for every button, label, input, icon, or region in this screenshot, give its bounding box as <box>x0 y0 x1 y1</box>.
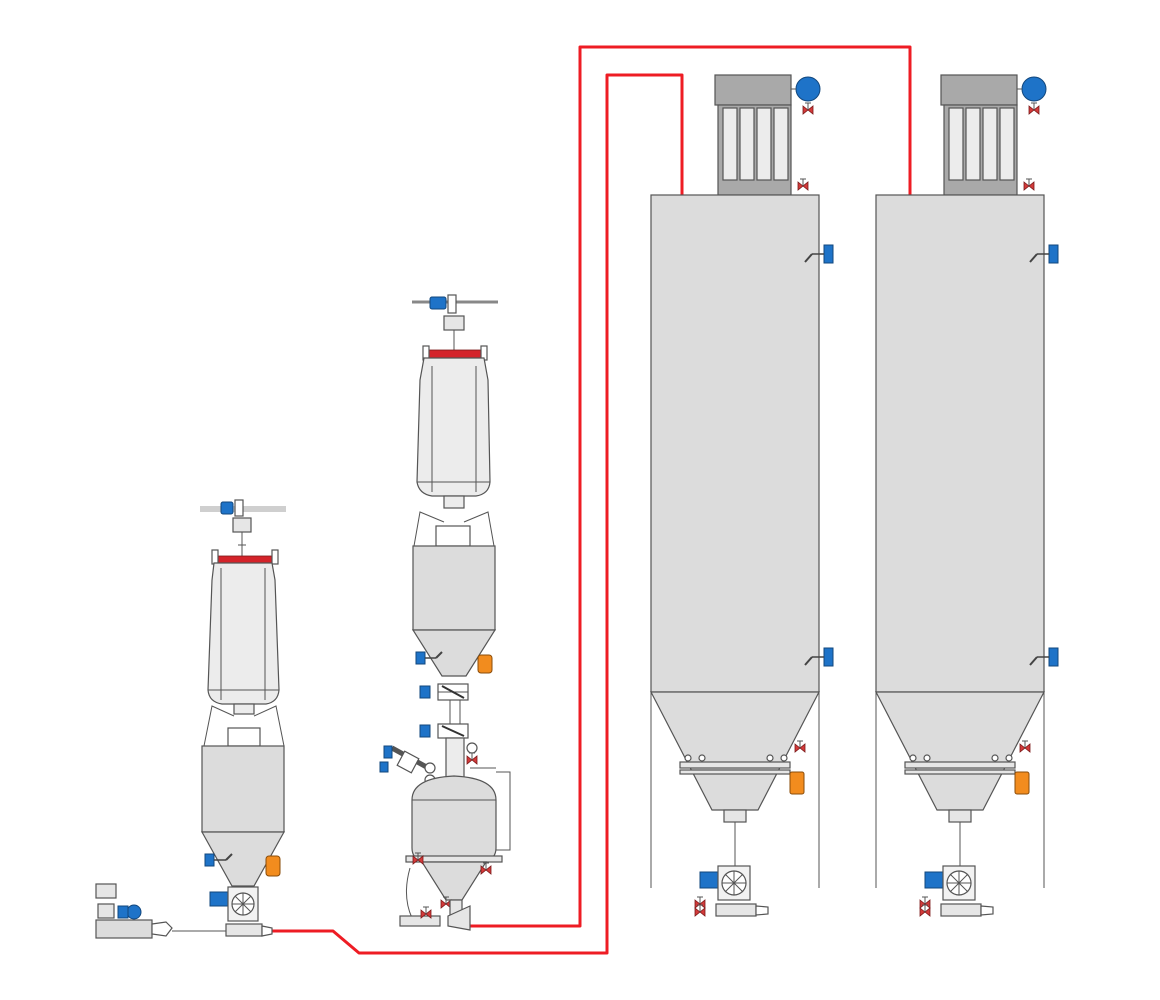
vibrator-icon <box>477 654 493 674</box>
vibrator-icon <box>789 771 805 795</box>
discharge-hopper <box>411 545 497 677</box>
hoist-motor-icon <box>220 499 252 556</box>
vent-valve-assembly <box>379 745 436 786</box>
silo-1 <box>650 74 834 917</box>
fan-icon <box>1017 76 1047 115</box>
motor-icon <box>117 904 142 920</box>
butterfly-valve-icon <box>419 723 469 739</box>
filter-icon <box>940 74 1018 196</box>
rotary-valve-icon <box>209 886 273 937</box>
safety-valve-icon <box>797 178 809 191</box>
cone-hopper <box>200 745 286 887</box>
discharge-ring <box>904 754 1016 775</box>
level-switch-icon <box>415 651 443 665</box>
vibrator-icon <box>265 855 281 877</box>
conveying-line-1 <box>272 73 684 955</box>
safety-valve-icon <box>1023 178 1035 191</box>
vibrator-icon <box>1014 771 1030 795</box>
conveying-line-2 <box>470 45 912 928</box>
filter-icon <box>714 74 792 196</box>
bigbag-station-1 <box>200 499 286 937</box>
level-switch-icon <box>204 853 233 867</box>
silo-2 <box>875 74 1059 917</box>
bigbag-station-2 <box>379 294 511 931</box>
fan-icon <box>791 76 821 115</box>
blower-icon <box>95 883 226 939</box>
butterfly-valve-icon <box>419 683 469 701</box>
silo-body <box>650 194 820 888</box>
bigbag-icon <box>416 357 491 509</box>
rotary-valve-icon <box>919 865 994 917</box>
bigbag-icon <box>207 562 280 715</box>
lifting-frame-icon <box>211 549 279 565</box>
silo-body <box>875 194 1045 888</box>
rotary-valve-icon <box>694 865 769 917</box>
discharge-ring <box>679 754 791 775</box>
pressure-vessel-icon <box>399 742 511 931</box>
hoist-motor-icon <box>429 294 465 350</box>
